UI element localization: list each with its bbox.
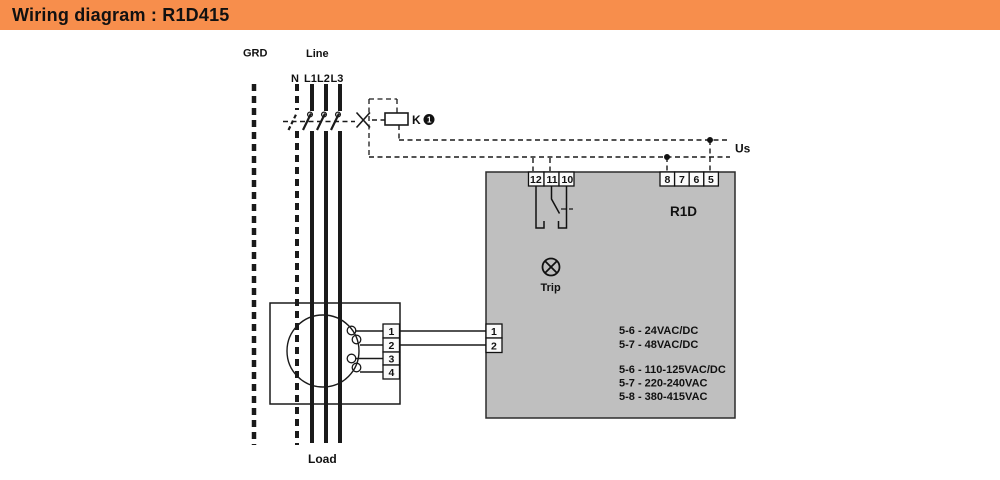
- terminal-5-label: 5: [708, 174, 714, 186]
- device-terminal-2-label: 2: [491, 341, 497, 353]
- voltage-options: 5-6 - 24VAC/DC 5-7 - 48VAC/DC 5-6 - 110-…: [619, 325, 726, 403]
- line-label: Line: [306, 48, 329, 60]
- trip-lamp-icon: [541, 257, 561, 277]
- phase-l1-breaker-blade: [302, 113, 312, 131]
- ct-terminal-3-label: 3: [389, 354, 395, 366]
- ct-winding-upper: [346, 325, 362, 345]
- terminal-12-label: 12: [530, 174, 542, 186]
- terminal-block-supply: [659, 171, 720, 187]
- trip-label: Trip: [541, 282, 561, 294]
- wire-label-l1: L1: [304, 73, 317, 85]
- device-body: [485, 171, 736, 419]
- terminal-block-input: [485, 323, 503, 354]
- terminal-11-label: 11: [547, 174, 558, 186]
- wire-label-n: N: [291, 73, 299, 85]
- k-contactor-coil: [384, 112, 409, 126]
- k-dashed-enclosure: [368, 98, 398, 157]
- ct-enclosure-box: [269, 302, 401, 405]
- terminal-7-label: 7: [679, 174, 685, 186]
- relay-changeover-contact-icon: [535, 186, 573, 229]
- voltage-row: 5-8 - 380-415VAC: [619, 391, 708, 403]
- note-1-badge-number: 1: [427, 116, 432, 125]
- wire-label-l2: L2: [317, 73, 330, 85]
- load-label: Load: [308, 452, 337, 466]
- terminal-8-label: 8: [665, 174, 671, 186]
- ct-terminal-4-label: 4: [389, 367, 395, 379]
- voltage-row: 5-6 - 110-125VAC/DC: [619, 364, 726, 376]
- ct-toroid-circle: [286, 314, 360, 388]
- device-terminal-1-label: 1: [491, 326, 497, 338]
- grd-label: GRD: [243, 48, 268, 60]
- voltage-row: 5-7 - 220-240VAC: [619, 378, 708, 390]
- wire-label-l3: L3: [331, 73, 344, 85]
- junction-dot-terminal5: [707, 137, 713, 143]
- voltage-row: 5-7 - 48VAC/DC: [619, 339, 698, 351]
- voltage-row: 5-6 - 24VAC/DC: [619, 325, 698, 337]
- ct-terminal-2-label: 2: [389, 340, 395, 352]
- k-aux-contact-icon: [355, 111, 371, 129]
- ct-terminal-1-label: 1: [389, 326, 395, 338]
- note-1-badge-icon: [423, 114, 435, 125]
- supply-us-label: Us: [735, 142, 751, 156]
- terminal-10-label: 10: [562, 174, 574, 186]
- title-bar: Wiring diagram : R1D415: [0, 0, 1000, 30]
- junction-dot-terminal8: [664, 154, 670, 160]
- page-title: Wiring diagram : R1D415: [12, 4, 230, 25]
- terminal-block-ct: [382, 323, 401, 380]
- current-transformer: [269, 302, 401, 405]
- terminal-6-label: 6: [694, 174, 700, 186]
- k-contactor-label: K: [412, 113, 421, 127]
- device-model-label: R1D: [670, 204, 697, 219]
- ct-winding-leads: [355, 330, 383, 373]
